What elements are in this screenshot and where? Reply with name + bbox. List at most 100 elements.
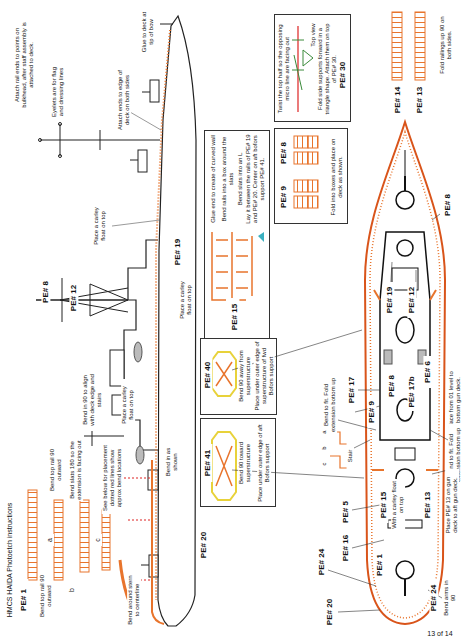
part-callout: PE# 15 [230,298,239,336]
instruction-note: Bend around stern to centerline [127,574,141,626]
drawing-line [84,435,124,436]
drawing-circle [59,123,62,126]
drawing-path [251,236,253,296]
drawing-path [120,478,150,580]
drawing-line [62,278,63,322]
part-callout: PE# 17b [407,373,416,411]
instruction-text: Place under outer edge of superstructure… [254,340,275,412]
instruction-text: Bend 90 away from superstructure [238,340,252,412]
drawing-path [156,30,170,600]
instruction-note: Bend in as shown [165,441,179,483]
part-callout: PE# 24 [317,544,326,580]
drawing-circle [396,561,414,579]
instruction-text: Glue end to create of curved wall [210,133,217,225]
drawing-line [405,150,406,180]
part-callout: PE# 13 [415,82,424,118]
drawing-rect [294,152,308,164]
drawing-ellipse [134,342,142,362]
instruction-note: b [321,443,328,453]
part-callout: PE# 41 [203,444,212,482]
instruction-note: Eyelets are for flag and dressing lines [51,63,65,121]
drawing-line [60,124,61,156]
instruction-note: With a carley float on top [391,479,405,531]
drawing-path [374,290,436,300]
instruction-text: Top view [310,16,317,54]
drawing-rect [54,500,63,580]
drawing-line [404,579,406,596]
instruction-note: c [321,459,328,469]
drawing-path [258,232,264,242]
instruction-note: Bend slats 180 so the extension is facin… [69,439,83,501]
inset-box: PE# 8PE# 9Fold into boxes and place on d… [274,128,348,224]
drawing-rect [294,136,308,148]
instruction-text: Fold into boxes and place on deck as sho… [330,136,344,218]
instruction-note: Stair [347,443,354,469]
instruction-text: Place under outer edge of aft Bofors sup… [257,422,271,504]
instruction-text: Bend slats into an L [237,133,244,225]
drawing-rect [415,12,425,80]
instruction-note: Place a carley float on top [93,200,107,252]
drawing-path [330,432,348,468]
drawing-rect [102,510,110,570]
inset-box: Glue end to create of curved wallBend ra… [204,130,270,339]
drawing-rect [80,500,89,572]
part-callout: PE# 20 [199,524,208,566]
instruction-note: Bend top rail 90 outward [49,444,63,496]
part-callout: PE# 19 [173,231,182,273]
part-callout: PE# 16 [341,530,350,566]
drawing-path [152,460,164,624]
inset-box: PE# 41Bend 90 toward superstructurePlace… [200,418,276,507]
drawing-path [158,16,196,626]
part-callout: PE# 20 [325,594,334,630]
instruction-note: Attach ends to edge of deck on both side… [117,67,131,133]
instruction-note: See below for placement dotted red lines… [102,442,123,514]
instruction-note: b [68,584,76,596]
part-callout: PE# 13 [423,487,432,523]
drawing-rect [28,490,37,580]
pe1-rails [28,490,140,622]
drawing-path [380,232,430,440]
drawing-rect [384,350,392,364]
drawing-line [141,565,149,566]
drawing-path [90,284,128,316]
drawing-line [130,160,138,161]
instruction-note: Glue to deck at tip of bow [141,9,155,55]
drawing-path [292,40,304,90]
drawing-rect [294,196,308,208]
page-title: HMCS HAIDA Photoetch instructions [6,484,14,636]
drawing-line [160,24,173,25]
drawing-ellipse [396,317,414,343]
part-callout: PE# 8 [443,187,452,223]
drawing-line [90,284,91,316]
part-callout: PE# 15 [379,487,388,523]
part-callout: PE# 1 [375,549,384,581]
inset-box: PE# 40Bend 90 away from superstructurePl… [200,338,277,415]
drawing-path [212,232,226,300]
part-callout: PE# 9 [279,179,288,215]
drawing-path [372,469,438,471]
drawing-ellipse [136,446,144,464]
instruction-note: Bend top rail 90 outward [39,570,53,622]
part-callout: PE# 14 [393,82,402,118]
drawing-path [130,112,161,130]
drawing-line [100,130,101,150]
drawing-path [216,240,228,288]
drawing-rect [308,196,318,208]
instruction-text: Lay it between the rails of PE# 19 and P… [245,133,266,225]
instruction-note: 13 of 14 [414,630,466,638]
drawing-path [212,432,236,500]
part-callout: PE# 24 [429,580,438,616]
part-callout: PE# 17 [347,372,356,408]
drawing-g [294,136,318,208]
drawing-path [216,446,232,486]
part-callout: PE# 8 [41,271,50,313]
drawing-circle [397,240,413,256]
instruction-note: Place a carley float on top [121,379,135,431]
instruction-note: Place PE# 13 on gun deck to aft gun deck… [445,469,459,541]
instruction-text: Fold side supports forward in a triangle… [317,21,338,118]
part-callout: PE# 6 [423,356,432,388]
drawing-path [112,220,160,226]
instruction-note: c [94,534,102,546]
drawing-path [216,362,232,386]
